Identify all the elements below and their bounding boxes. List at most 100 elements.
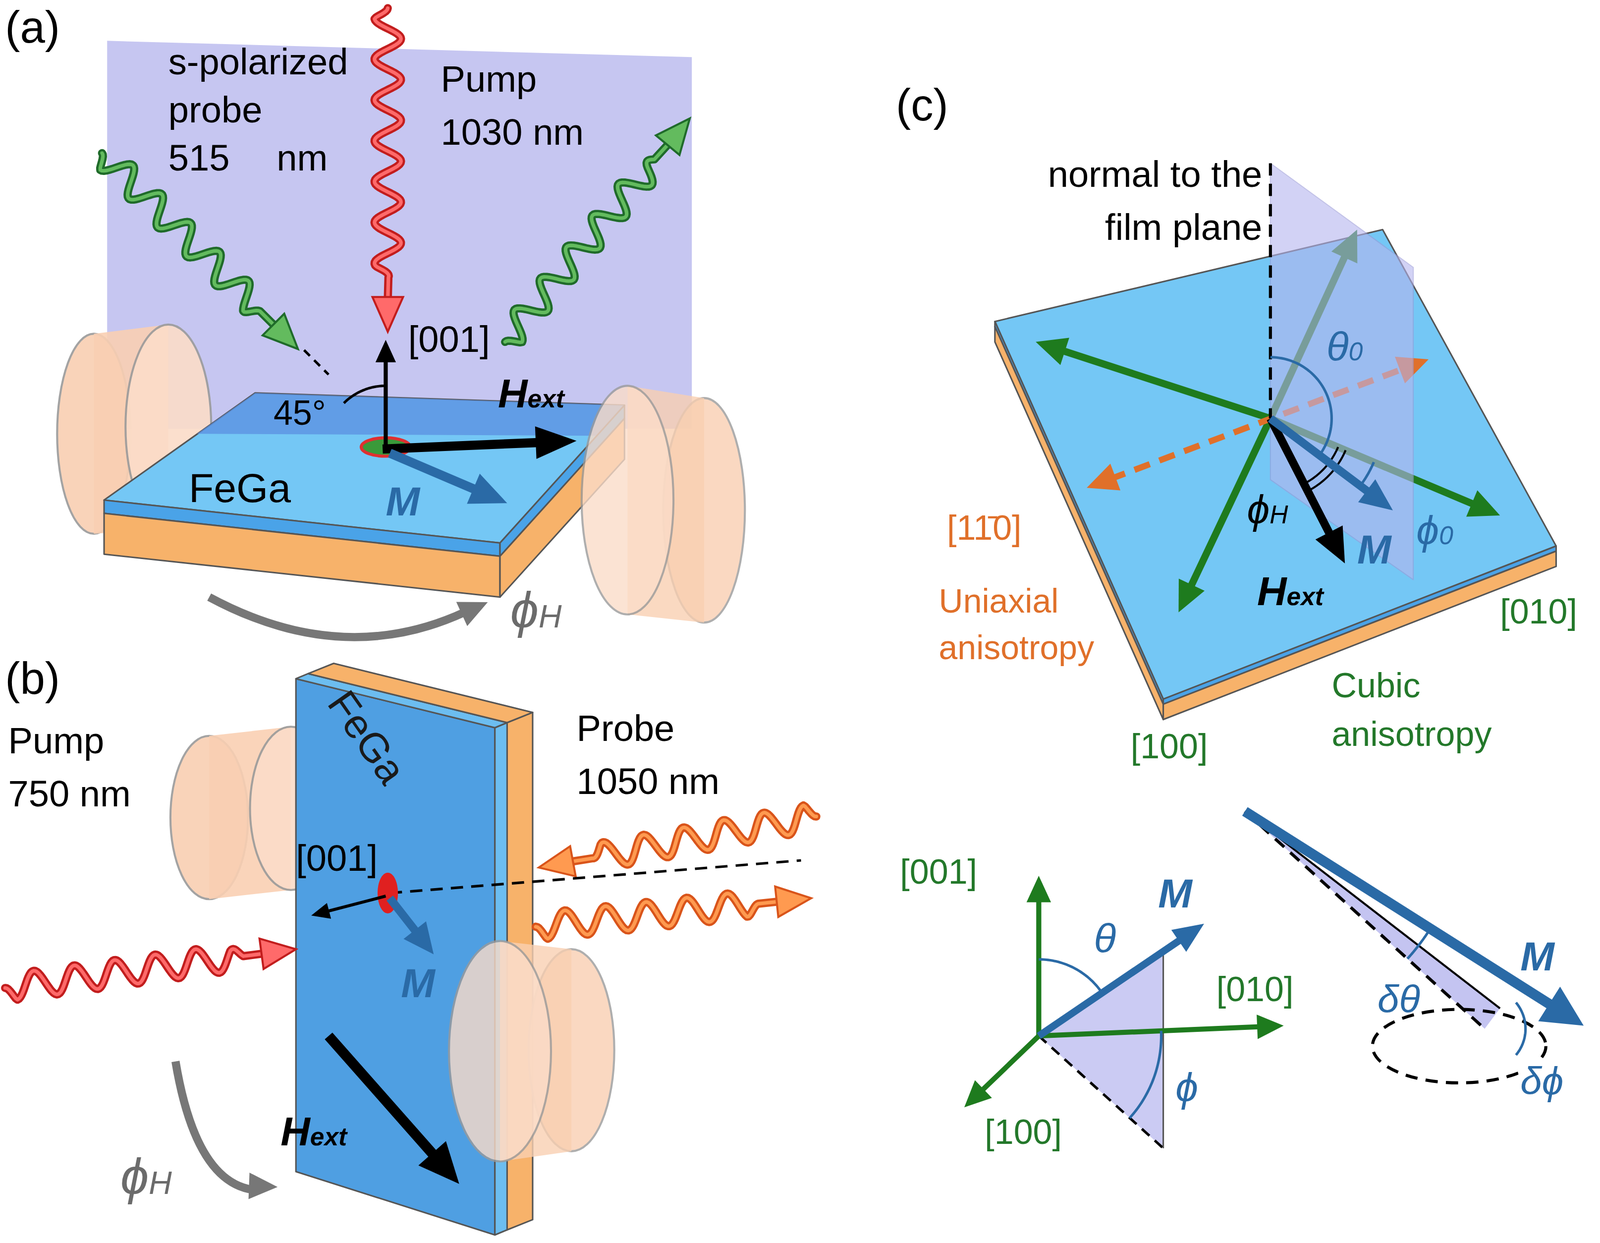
film-face <box>295 678 496 1235</box>
angle-arc <box>1038 959 1103 994</box>
angle-label: θ0 <box>1326 322 1363 370</box>
transmitted-beam-head <box>774 886 812 917</box>
probe-beam-head <box>262 313 298 349</box>
field-arrow <box>382 441 544 449</box>
cubic-axis-arrow-head <box>1466 490 1500 517</box>
angle-arc <box>343 385 386 403</box>
panel-label: (a) <box>4 1 60 54</box>
projection-line <box>1162 950 1164 1148</box>
beam-label: s-polarized probe 515 nm <box>168 38 357 182</box>
angle-label: θ <box>1094 914 1117 962</box>
rotation-arrow <box>175 1061 256 1190</box>
field-arrow-head <box>1315 525 1345 563</box>
axis-arrow <box>383 357 388 445</box>
pump-beam-head <box>372 296 404 332</box>
axis-arrow-head <box>375 339 396 363</box>
reflected-beam-head <box>656 118 690 156</box>
magnetization-arrow <box>389 897 419 935</box>
angle-arc <box>1407 928 1431 959</box>
probe-beam <box>568 805 817 865</box>
magnetization-label: M <box>1158 869 1193 917</box>
magnetization-arrow-head <box>403 921 434 954</box>
direction-label: [100] <box>1130 726 1209 767</box>
axis-label: [100] <box>984 1112 1062 1153</box>
angle-label: ϕ <box>1175 1063 1199 1111</box>
cubic-axis-arrow-head <box>1035 337 1070 366</box>
angle-label: ϕ0 <box>1416 505 1453 553</box>
cubic-axis-arrow-head <box>1178 578 1206 612</box>
magnetization-label: M <box>1520 932 1555 980</box>
axis-arrow-head <box>1026 875 1051 903</box>
field-label: Hext <box>497 369 565 417</box>
probe-beam-head <box>538 845 576 877</box>
material-label: FeGa <box>188 464 291 512</box>
uniaxial-axis-arrow-head <box>1086 463 1121 491</box>
pump-beam-core <box>374 7 402 301</box>
probe-beam-core <box>100 153 276 328</box>
pump-beam-head <box>259 938 296 969</box>
beam-label: Pump 750 nm <box>7 714 151 822</box>
anisotropy-label: Cubic anisotropy <box>1331 661 1577 759</box>
magnetization-arrow <box>1270 418 1373 495</box>
field-arrow-head <box>535 426 577 459</box>
axis-label: [001] <box>295 836 378 880</box>
axis-arrow <box>1038 1026 1263 1036</box>
anisotropy-label: Uniaxial anisotropy <box>938 577 1184 672</box>
field-label: Hext <box>1257 567 1324 615</box>
field-arrow-head <box>418 1141 459 1184</box>
magnetization-arrow-head <box>1538 986 1584 1026</box>
field-label: Hext <box>280 1106 347 1155</box>
axis-label: normal to the film plane <box>1017 148 1263 255</box>
rotation-arrow-head <box>248 1172 278 1200</box>
axis-label: [001] <box>408 318 491 361</box>
magnetization-label: M <box>385 477 420 525</box>
axis-arrow-head <box>311 902 332 919</box>
axis-arrow-head <box>1256 1014 1284 1039</box>
pump-beam-core <box>4 948 266 1000</box>
transmitted-beam-core <box>535 893 781 939</box>
axis-label: [010] <box>1216 969 1294 1010</box>
panel-label: (c) <box>895 79 949 132</box>
reflected-beam-core <box>504 141 670 342</box>
magnetization-arrow-head <box>466 473 507 504</box>
beam-axis <box>389 860 802 893</box>
probe-beam <box>100 153 276 328</box>
angle-label: δϕ <box>1518 1059 1566 1104</box>
incidence-line <box>304 349 329 375</box>
pump-beam <box>4 948 266 1000</box>
angle-label: ϕH <box>120 1148 172 1207</box>
axis-arrow <box>979 1035 1039 1093</box>
magnetization-label: M <box>1357 525 1392 573</box>
beam-label: Probe 1050 nm <box>576 702 740 809</box>
rotation-arrow <box>209 597 465 638</box>
film-normal <box>1268 163 1272 419</box>
transmitted-beam <box>535 893 781 939</box>
rotation-arrow-head <box>456 601 489 626</box>
panel-label: (b) <box>4 653 60 705</box>
cubic-axis-arrow <box>1058 349 1271 419</box>
magnetization-arrow-head <box>1358 479 1393 511</box>
axis-arrow-head <box>964 1079 993 1107</box>
magnet-pole-face <box>448 940 552 1162</box>
reflected-beam <box>504 141 670 342</box>
axis-arrow <box>325 895 387 912</box>
probe-beam-core <box>568 805 817 865</box>
angle-label: ϕH <box>1246 485 1288 533</box>
magnetization-plane <box>1270 163 1414 580</box>
axis-arrow <box>1036 896 1042 1036</box>
pump-beam <box>374 7 402 301</box>
magnet-pole-face <box>581 385 674 614</box>
beam-label: Pump 1030 nm <box>441 53 605 160</box>
angle-arc <box>1129 1030 1162 1118</box>
magnetization-label: M <box>400 959 436 1007</box>
angle-label: δθ <box>1377 977 1421 1023</box>
direction-label: [11̄0] <box>946 508 1022 549</box>
axis-label: [001] <box>899 852 978 893</box>
magnetization-arrow-head <box>1171 923 1205 952</box>
direction-label: [010] <box>1499 591 1578 632</box>
angle-label: ϕH <box>510 581 562 641</box>
angle-arc <box>1515 1002 1526 1055</box>
substrate <box>104 513 500 598</box>
